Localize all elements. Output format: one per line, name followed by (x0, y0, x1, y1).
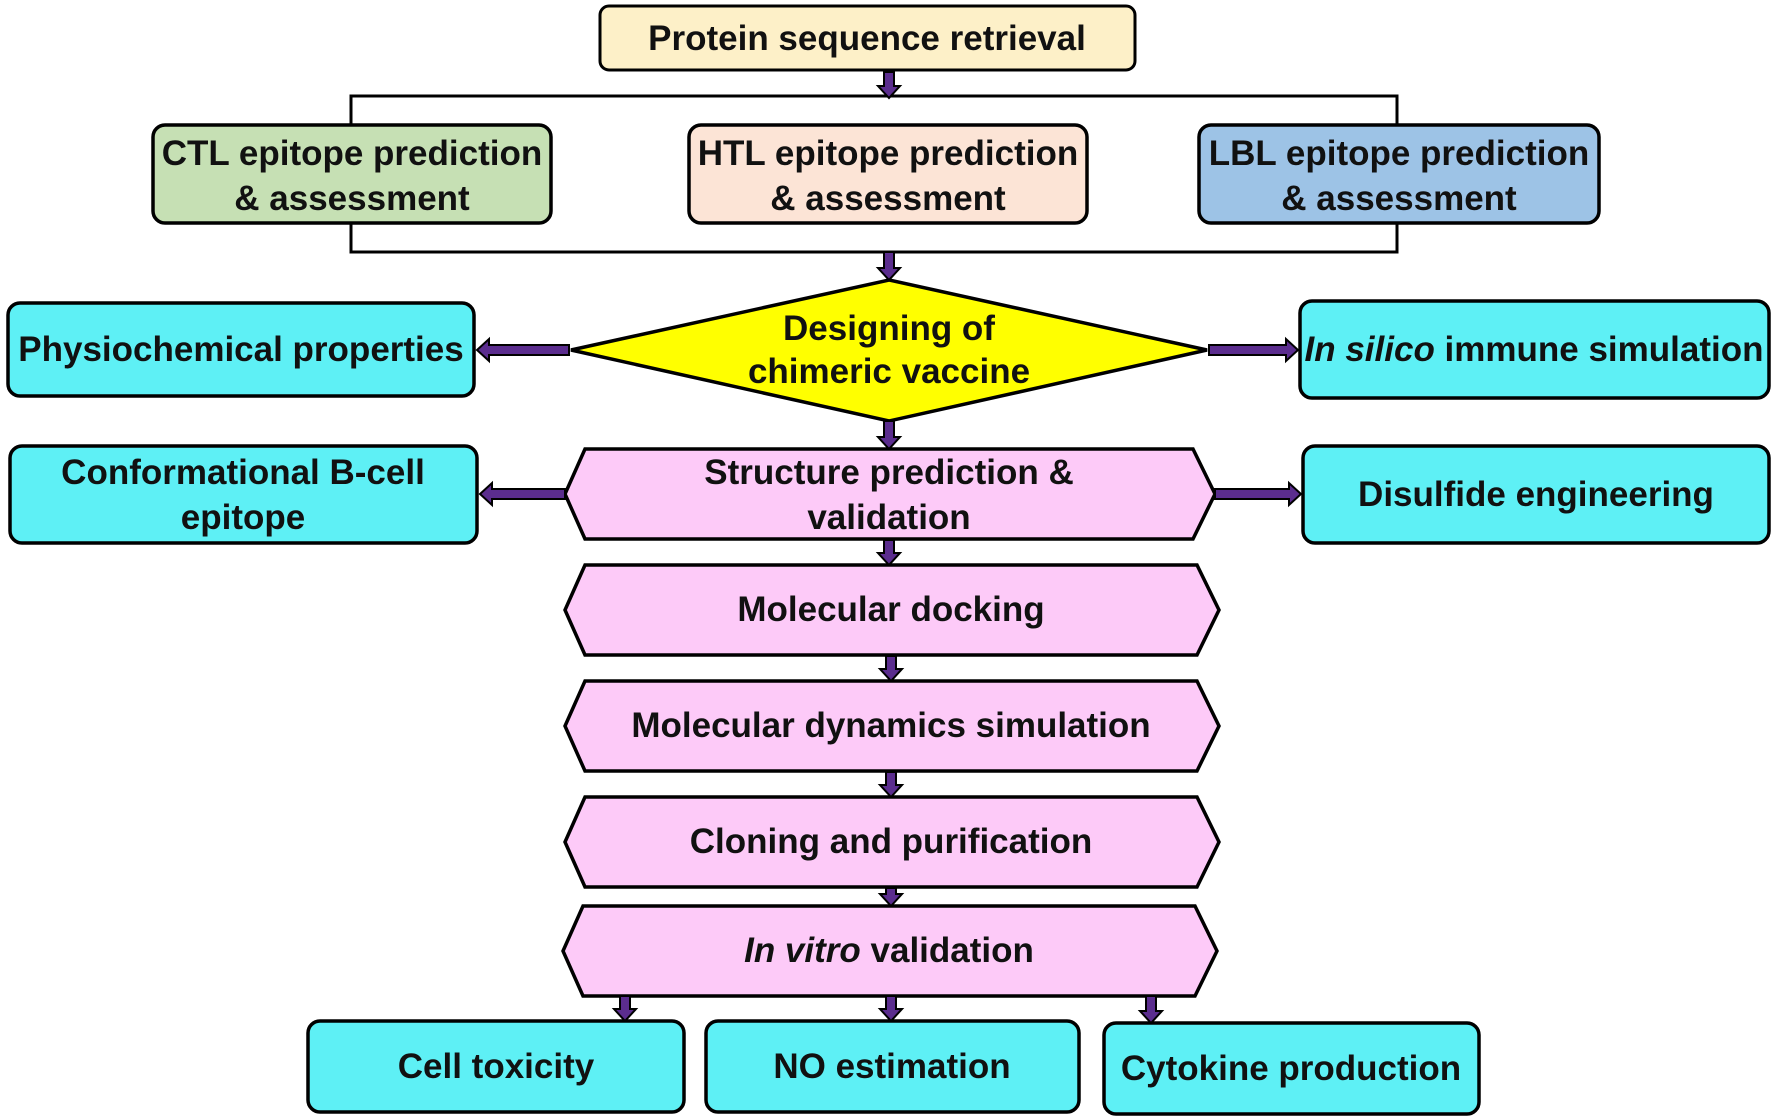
molecular-docking-label: Molecular docking (737, 590, 1044, 629)
lbl-epitope-label-line2: & assessment (1281, 179, 1517, 218)
conformational-bcell-label-line2: epitope (181, 498, 305, 537)
ctl-epitope-label-line1: CTL epitope prediction (162, 134, 542, 173)
immune-simulation-italic: In silico (1305, 330, 1435, 369)
in-vitro-italic: In vitro (744, 931, 861, 970)
cell-toxicity-box (306, 1019, 686, 1114)
structure-to-conformational-block-arrow-icon (478, 480, 566, 508)
lbl-epitope-node: LBL epitope prediction & assessment (1197, 123, 1601, 225)
cloning-node: Cloning and purification (563, 795, 1221, 889)
arrows-layer (475, 71, 1303, 1025)
in-vitro-label: In vitro validation (744, 931, 1034, 970)
structure-to-disulfide-block-arrow-icon (1214, 480, 1303, 508)
ctl-epitope-label-line2: & assessment (234, 179, 470, 218)
protein-retrieval-node: Protein sequence retrieval (598, 4, 1137, 72)
protein-retrieval-box (598, 4, 1137, 72)
lbl-epitope-label-line1: LBL epitope prediction (1209, 134, 1589, 173)
in-vitro-to-cytokine-block-arrow-icon (1137, 995, 1165, 1025)
immune-simulation-box (1298, 299, 1771, 400)
cloning-to-in-vitro-block-arrow-icon (877, 887, 905, 908)
bracket-top (349, 94, 1399, 125)
md-simulation-node: Molecular dynamics simulation (563, 679, 1221, 773)
protein-retrieval-label: Protein sequence retrieval (648, 19, 1086, 58)
structure-prediction-node: Structure prediction & validation (563, 447, 1217, 541)
physiochemical-label: Physiochemical properties (18, 330, 463, 369)
cytokine-node: Cytokine production (1102, 1021, 1481, 1116)
md-simulation-shape (563, 679, 1221, 773)
no-estimation-label: NO estimation (773, 1047, 1010, 1086)
structure-to-docking-block-arrow-icon (875, 539, 903, 567)
in-vitro-to-cell-toxicity-block-arrow-icon (611, 995, 639, 1023)
conformational-bcell-node: Conformational B-cell epitope (8, 444, 479, 545)
retrieval-to-epitopes-block-arrow-icon (875, 71, 903, 100)
md-to-cloning-block-arrow-icon (877, 771, 905, 799)
design-vaccine-node: Designing of chimeric vaccine (570, 278, 1208, 423)
design-to-immune-sim-block-arrow-icon (1208, 336, 1300, 364)
molecular-docking-node: Molecular docking (563, 563, 1221, 657)
conformational-bcell-label-line1: Conformational B-cell (61, 453, 425, 492)
cloning-label: Cloning and purification (690, 822, 1092, 861)
in-vitro-shape (561, 904, 1219, 998)
physiochemical-node: Physiochemical properties (6, 301, 476, 398)
cytokine-box (1102, 1021, 1481, 1116)
in-vitro-node: In vitro validation (561, 904, 1219, 998)
epitopes-to-design-block-arrow-icon (875, 251, 903, 282)
ctl-epitope-node: CTL epitope prediction & assessment (151, 123, 553, 225)
ctl-epitope-box (151, 123, 553, 225)
cloning-shape (563, 795, 1221, 889)
md-simulation-label: Molecular dynamics simulation (631, 706, 1150, 745)
no-estimation-node: NO estimation (704, 1019, 1081, 1114)
cell-toxicity-node: Cell toxicity (306, 1019, 686, 1114)
cell-toxicity-label: Cell toxicity (398, 1047, 595, 1086)
design-vaccine-label-line2: chimeric vaccine (748, 352, 1030, 391)
epitope-bracket (349, 94, 1399, 254)
structure-prediction-label-line2: validation (807, 498, 970, 537)
htl-epitope-label-line1: HTL epitope prediction (698, 134, 1078, 173)
design-vaccine-diamond (570, 278, 1208, 423)
lbl-epitope-box (1197, 123, 1601, 225)
htl-epitope-node: HTL epitope prediction & assessment (687, 123, 1089, 225)
design-to-structure-block-arrow-icon (875, 420, 903, 451)
conformational-bcell-box (8, 444, 479, 545)
physiochemical-box (6, 301, 476, 398)
immune-simulation-label: In silico immune simulation (1305, 330, 1764, 369)
bracket-bottom (349, 223, 1399, 254)
disulfide-engineering-box (1301, 444, 1771, 545)
htl-epitope-label-line2: & assessment (770, 179, 1006, 218)
disulfide-engineering-node: Disulfide engineering (1301, 444, 1771, 545)
in-vitro-to-no-estimation-block-arrow-icon (877, 995, 905, 1023)
htl-epitope-box (687, 123, 1089, 225)
cytokine-label: Cytokine production (1121, 1049, 1461, 1088)
in-vitro-rest: validation (861, 931, 1034, 970)
docking-to-md-block-arrow-icon (877, 655, 905, 683)
design-to-physiochemical-block-arrow-icon (475, 336, 570, 364)
immune-simulation-node: In silico immune simulation (1298, 299, 1771, 400)
no-estimation-box (704, 1019, 1081, 1114)
immune-simulation-rest: immune simulation (1435, 330, 1764, 369)
structure-prediction-label-line1: Structure prediction & (704, 453, 1073, 492)
design-vaccine-label-line1: Designing of (783, 309, 995, 348)
disulfide-engineering-label: Disulfide engineering (1358, 475, 1714, 514)
molecular-docking-shape (563, 563, 1221, 657)
